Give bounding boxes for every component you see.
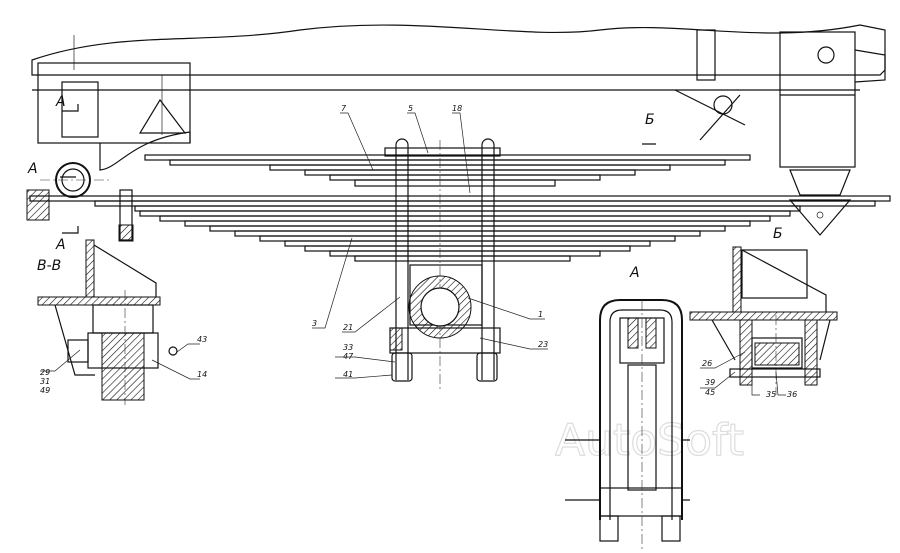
callout-49: 49: [40, 386, 50, 395]
callout-41: 41: [343, 370, 353, 379]
callout-47: 47: [343, 352, 354, 361]
section-mark-a-top: A: [55, 94, 66, 110]
main-leaf-pack: [29, 140, 891, 390]
section-mark-b-right: Б: [773, 226, 783, 242]
section-mark-a-side: A: [27, 161, 38, 177]
callout-18: 18: [452, 104, 462, 113]
front-bracket: [37, 62, 191, 171]
callout-33: 33: [343, 343, 353, 352]
callout-1: 1: [538, 310, 543, 319]
callout-45: 45: [705, 388, 715, 397]
callout-29: 29: [40, 368, 50, 377]
section-mark-a-bottom: A: [55, 237, 66, 253]
callout-26: 26: [702, 359, 712, 368]
view-label-bb: В-В: [37, 258, 61, 274]
callouts: 7 5 18 3 21 1 23 33 47 41 29 31 49 43 14…: [40, 104, 797, 399]
callout-43: 43: [197, 335, 207, 344]
u-bolts-and-axle: [389, 138, 501, 382]
section-bb: [37, 239, 178, 405]
view-label-a: A: [629, 265, 640, 281]
section-mark-b-top: Б: [645, 112, 655, 128]
rear-hanger: [674, 29, 886, 236]
callout-7: 7: [341, 104, 347, 113]
callout-39: 39: [705, 378, 715, 387]
view-a: [565, 299, 690, 550]
callout-3: 3: [312, 319, 317, 328]
callout-35: 35: [766, 390, 776, 399]
upper-leaf-pack: [144, 147, 751, 187]
frame-rail: [31, 24, 886, 91]
view-b: [689, 246, 838, 395]
callout-21: 21: [343, 323, 353, 332]
callout-31: 31: [40, 377, 50, 386]
front-spring-eye: [26, 162, 134, 242]
callout-23: 23: [538, 340, 548, 349]
callout-36: 36: [787, 390, 797, 399]
callout-14: 14: [197, 370, 207, 379]
callout-5: 5: [408, 104, 413, 113]
